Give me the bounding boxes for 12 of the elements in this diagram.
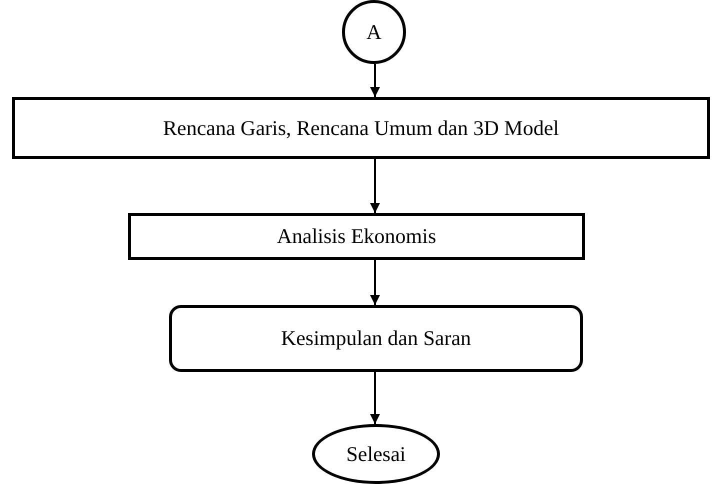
- node-label: Kesimpulan dan Saran: [280, 326, 472, 351]
- process-box: [12, 97, 710, 159]
- node-label: Rencana Garis, Rencana Umum dan 3D Model: [163, 116, 559, 140]
- node-label: Selesai: [346, 442, 406, 466]
- arrow: [370, 260, 380, 305]
- process-box: [128, 213, 585, 260]
- arrow: [370, 372, 380, 424]
- node-label: Analisis Ekonomis: [276, 224, 436, 249]
- process-box: [169, 305, 583, 372]
- arrow: [370, 64, 380, 97]
- arrow: [370, 159, 380, 213]
- node-label: A: [366, 20, 382, 44]
